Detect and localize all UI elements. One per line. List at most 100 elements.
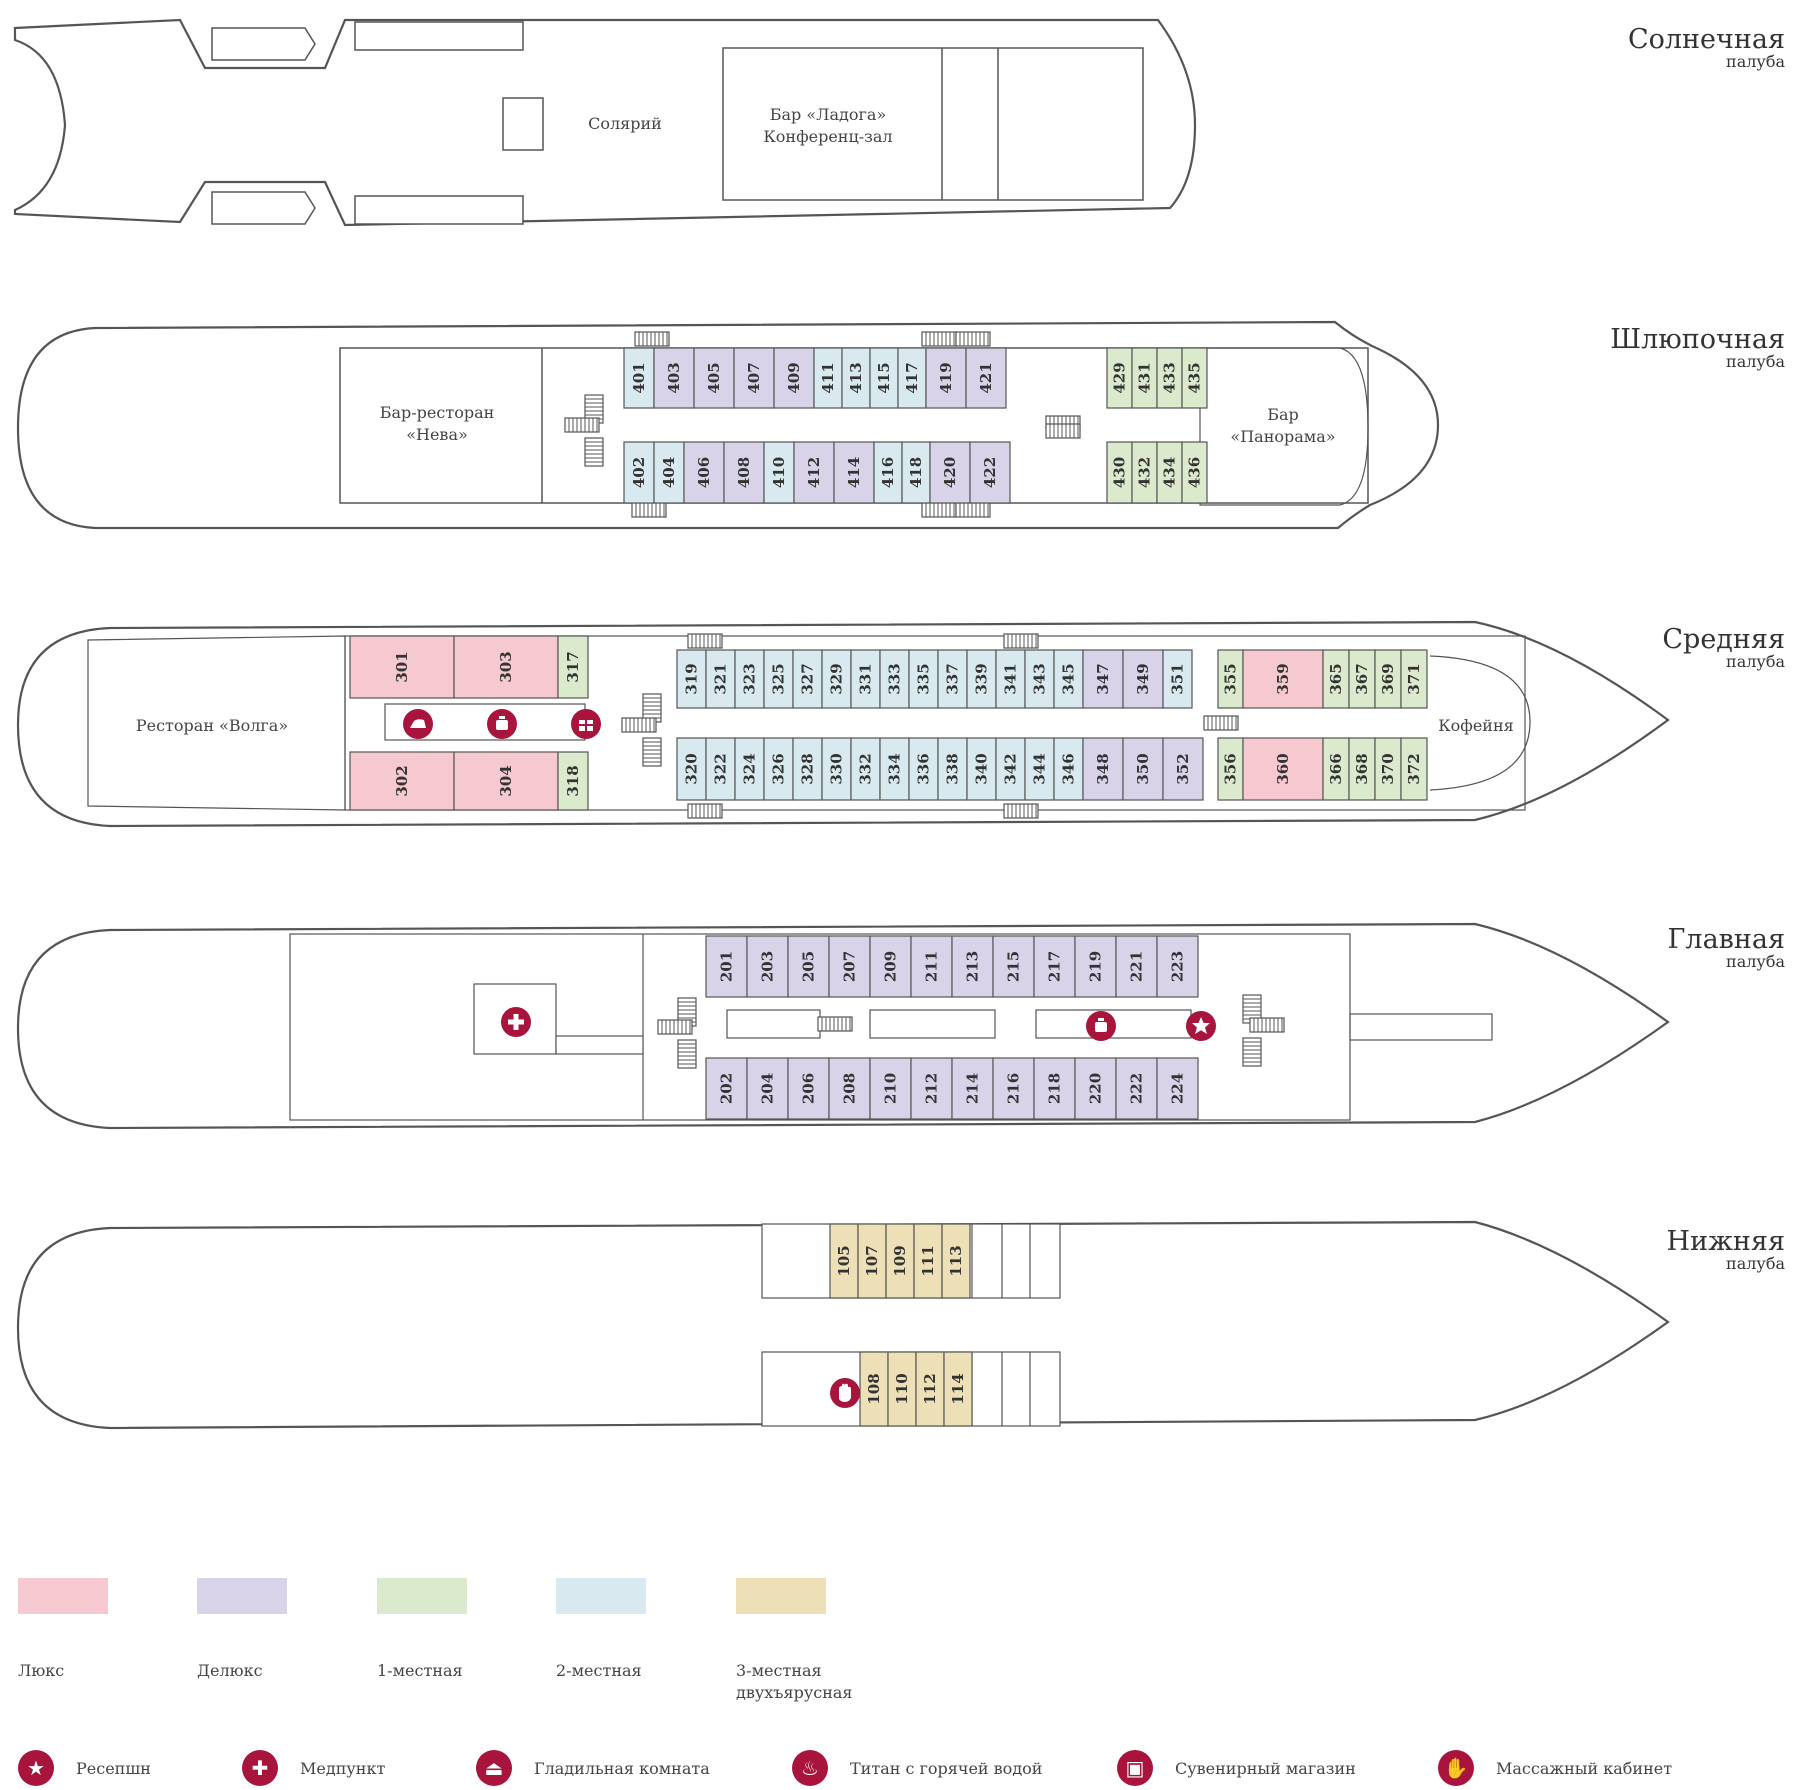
cabin-223[interactable]: 223 [1156, 935, 1199, 998]
cabin-359[interactable]: 359 [1242, 649, 1324, 709]
cabin-352[interactable]: 352 [1162, 737, 1204, 801]
cabin-108[interactable]: 108 [859, 1351, 889, 1427]
cabin-421[interactable]: 421 [965, 347, 1007, 409]
cabin-302[interactable]: 302 [349, 751, 455, 811]
cabin-112[interactable]: 112 [915, 1351, 945, 1427]
cabin-360[interactable]: 360 [1242, 737, 1324, 801]
cabin-114[interactable]: 114 [943, 1351, 973, 1427]
cabin-216[interactable]: 216 [992, 1057, 1035, 1120]
cabin-222[interactable]: 222 [1115, 1057, 1158, 1120]
cabin-203[interactable]: 203 [746, 935, 789, 998]
cabin-113[interactable]: 113 [941, 1223, 971, 1299]
cabin-109[interactable]: 109 [885, 1223, 915, 1299]
cabin-415[interactable]: 415 [869, 347, 899, 409]
cabin-339[interactable]: 339 [966, 649, 997, 709]
cabin-210[interactable]: 210 [869, 1057, 912, 1120]
cabin-422[interactable]: 422 [969, 441, 1011, 504]
cabin-341[interactable]: 341 [995, 649, 1026, 709]
cabin-204[interactable]: 204 [746, 1057, 789, 1120]
cabin-323[interactable]: 323 [734, 649, 765, 709]
cabin-320[interactable]: 320 [676, 737, 707, 801]
cabin-201[interactable]: 201 [705, 935, 748, 998]
cabin-409[interactable]: 409 [773, 347, 815, 409]
cabin-403[interactable]: 403 [653, 347, 695, 409]
cabin-342[interactable]: 342 [995, 737, 1026, 801]
cabin-408[interactable]: 408 [723, 441, 765, 504]
cabin-336[interactable]: 336 [908, 737, 939, 801]
cabin-433[interactable]: 433 [1156, 347, 1183, 409]
cabin-404[interactable]: 404 [653, 441, 685, 504]
cabin-351[interactable]: 351 [1162, 649, 1193, 709]
cabin-318[interactable]: 318 [557, 751, 589, 811]
cabin-332[interactable]: 332 [850, 737, 881, 801]
cabin-207[interactable]: 207 [828, 935, 871, 998]
cabin-303[interactable]: 303 [453, 635, 559, 699]
cabin-346[interactable]: 346 [1053, 737, 1084, 801]
cabin-111[interactable]: 111 [913, 1223, 943, 1299]
cabin-331[interactable]: 331 [850, 649, 881, 709]
cabin-220[interactable]: 220 [1074, 1057, 1117, 1120]
cabin-350[interactable]: 350 [1122, 737, 1164, 801]
cabin-402[interactable]: 402 [623, 441, 655, 504]
cabin-221[interactable]: 221 [1115, 935, 1158, 998]
cabin-430[interactable]: 430 [1106, 441, 1133, 504]
cabin-349[interactable]: 349 [1122, 649, 1164, 709]
cabin-330[interactable]: 330 [821, 737, 852, 801]
cabin-432[interactable]: 432 [1131, 441, 1158, 504]
cabin-372[interactable]: 372 [1400, 737, 1428, 801]
cabin-419[interactable]: 419 [925, 347, 967, 409]
cabin-212[interactable]: 212 [910, 1057, 953, 1120]
cabin-208[interactable]: 208 [828, 1057, 871, 1120]
cabin-105[interactable]: 105 [829, 1223, 859, 1299]
cabin-321[interactable]: 321 [705, 649, 736, 709]
cabin-206[interactable]: 206 [787, 1057, 830, 1120]
cabin-215[interactable]: 215 [992, 935, 1035, 998]
cabin-431[interactable]: 431 [1131, 347, 1158, 409]
cabin-344[interactable]: 344 [1024, 737, 1055, 801]
cabin-345[interactable]: 345 [1053, 649, 1084, 709]
cabin-348[interactable]: 348 [1082, 737, 1124, 801]
cabin-347[interactable]: 347 [1082, 649, 1124, 709]
cabin-436[interactable]: 436 [1181, 441, 1208, 504]
cabin-418[interactable]: 418 [901, 441, 931, 504]
cabin-416[interactable]: 416 [873, 441, 903, 504]
cabin-214[interactable]: 214 [951, 1057, 994, 1120]
cabin-369[interactable]: 369 [1374, 649, 1402, 709]
cabin-110[interactable]: 110 [887, 1351, 917, 1427]
cabin-406[interactable]: 406 [683, 441, 725, 504]
cabin-413[interactable]: 413 [841, 347, 871, 409]
cabin-322[interactable]: 322 [705, 737, 736, 801]
cabin-412[interactable]: 412 [793, 441, 835, 504]
cabin-107[interactable]: 107 [857, 1223, 887, 1299]
cabin-338[interactable]: 338 [937, 737, 968, 801]
cabin-202[interactable]: 202 [705, 1057, 748, 1120]
cabin-366[interactable]: 366 [1322, 737, 1350, 801]
cabin-368[interactable]: 368 [1348, 737, 1376, 801]
cabin-218[interactable]: 218 [1033, 1057, 1076, 1120]
cabin-327[interactable]: 327 [792, 649, 823, 709]
cabin-371[interactable]: 371 [1400, 649, 1428, 709]
cabin-365[interactable]: 365 [1322, 649, 1350, 709]
cabin-324[interactable]: 324 [734, 737, 765, 801]
cabin-405[interactable]: 405 [693, 347, 735, 409]
cabin-414[interactable]: 414 [833, 441, 875, 504]
cabin-356[interactable]: 356 [1217, 737, 1244, 801]
cabin-355[interactable]: 355 [1217, 649, 1244, 709]
cabin-343[interactable]: 343 [1024, 649, 1055, 709]
cabin-340[interactable]: 340 [966, 737, 997, 801]
cabin-301[interactable]: 301 [349, 635, 455, 699]
cabin-407[interactable]: 407 [733, 347, 775, 409]
cabin-367[interactable]: 367 [1348, 649, 1376, 709]
cabin-219[interactable]: 219 [1074, 935, 1117, 998]
cabin-325[interactable]: 325 [763, 649, 794, 709]
cabin-209[interactable]: 209 [869, 935, 912, 998]
cabin-337[interactable]: 337 [937, 649, 968, 709]
cabin-304[interactable]: 304 [453, 751, 559, 811]
cabin-328[interactable]: 328 [792, 737, 823, 801]
cabin-401[interactable]: 401 [623, 347, 655, 409]
cabin-420[interactable]: 420 [929, 441, 971, 504]
cabin-417[interactable]: 417 [897, 347, 927, 409]
cabin-435[interactable]: 435 [1181, 347, 1208, 409]
cabin-213[interactable]: 213 [951, 935, 994, 998]
cabin-334[interactable]: 334 [879, 737, 910, 801]
